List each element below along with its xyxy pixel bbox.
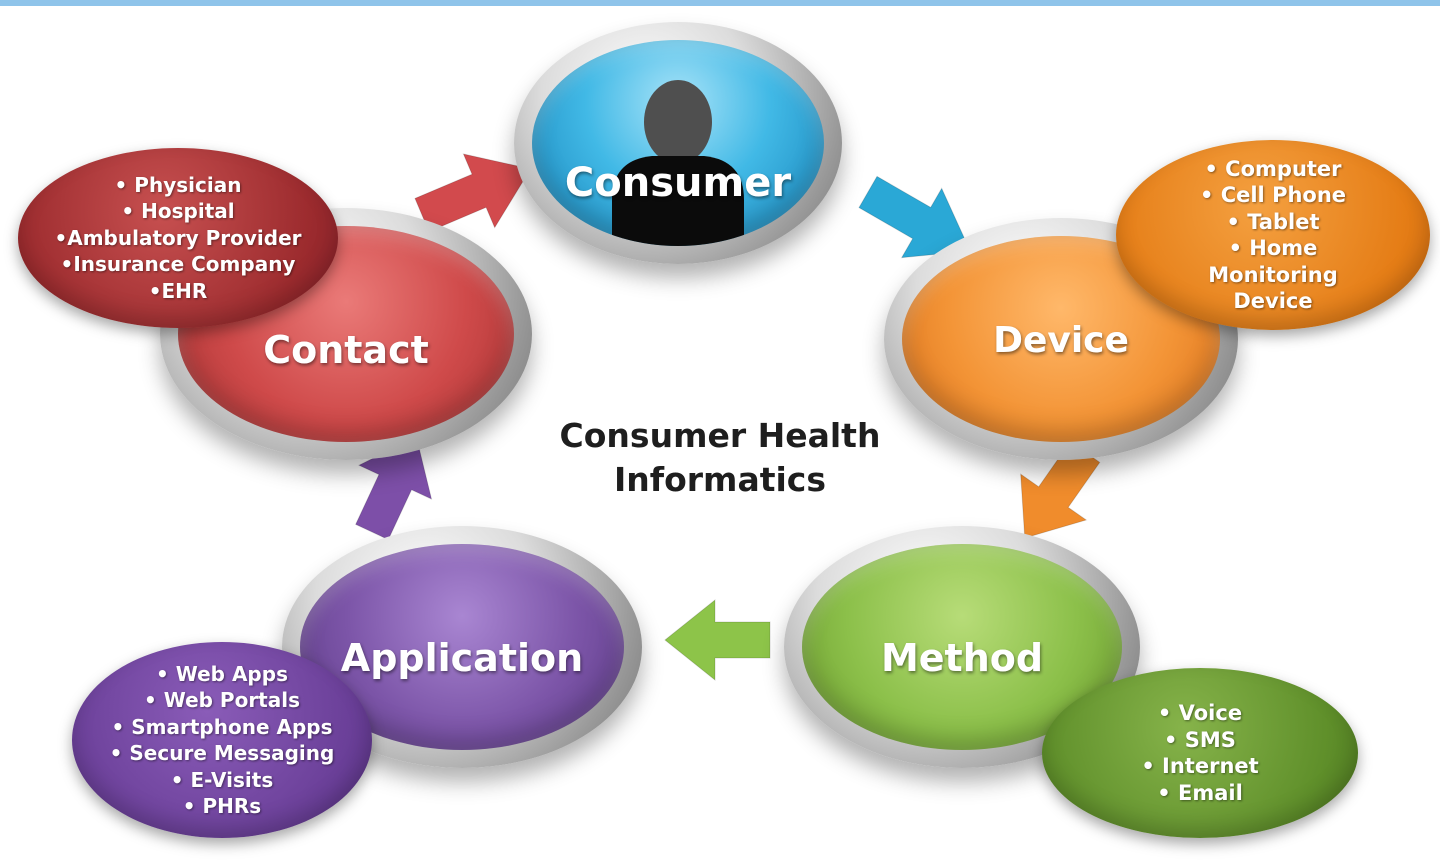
diagram-title-line: Consumer Health [559, 416, 881, 455]
diagram-title-line: Informatics [613, 460, 827, 499]
method-item: • Internet [1141, 754, 1259, 778]
application-item: • Web Apps [156, 661, 288, 686]
contact-item: • Physician [114, 172, 242, 197]
application-label: Application [340, 636, 584, 680]
consumer-disc: Consumer [532, 40, 824, 246]
device-item: Monitoring [1208, 262, 1338, 287]
application-item: • Secure Messaging [109, 741, 335, 765]
device-item: • Computer [1204, 156, 1342, 181]
device-item: • Tablet [1226, 209, 1320, 234]
method-details-bubble: • Voice • SMS • Internet • Email [1042, 668, 1358, 838]
device-label: Device [993, 320, 1129, 361]
application-item: • E-Visits [170, 767, 274, 792]
application-item: • Smartphone Apps [111, 714, 333, 739]
contact-label: Contact [263, 328, 429, 372]
top-border-line [0, 0, 1440, 6]
device-item: • Home [1228, 236, 1318, 260]
contact-node: Contact [160, 208, 532, 460]
arrow-application-to-contact [355, 436, 433, 541]
consumer-node: Consumer [514, 22, 842, 264]
consumer-label: Consumer [564, 160, 792, 206]
contact-details-bubble: • Physician • Hospital •Ambulatory Provi… [18, 148, 338, 328]
diagram-title: Consumer Health Informatics [460, 414, 980, 502]
contact-item: •EHR [148, 278, 208, 303]
device-details-bubble: • Computer • Cell Phone • Tablet • Home … [1116, 140, 1430, 330]
contact-item: •Insurance Company [60, 252, 296, 277]
person-silhouette-icon [612, 80, 744, 246]
application-details-bubble: • Web Apps • Web Portals • Smartphone Ap… [72, 642, 372, 838]
method-item: • Voice [1157, 701, 1243, 725]
method-item: • Email [1157, 780, 1243, 805]
contact-disc: Contact [178, 226, 514, 442]
method-label: Method [880, 636, 1044, 680]
method-item: • SMS [1164, 727, 1236, 752]
device-item: Device [1233, 289, 1313, 313]
contact-item: •Ambulatory Provider [54, 225, 302, 250]
device-item: • Cell Phone [1199, 183, 1347, 207]
application-item: • Web Portals [143, 688, 300, 712]
application-item: • PHRs [182, 794, 262, 818]
arrow-method-to-application [664, 598, 771, 682]
contact-item: • Hospital [121, 199, 235, 224]
